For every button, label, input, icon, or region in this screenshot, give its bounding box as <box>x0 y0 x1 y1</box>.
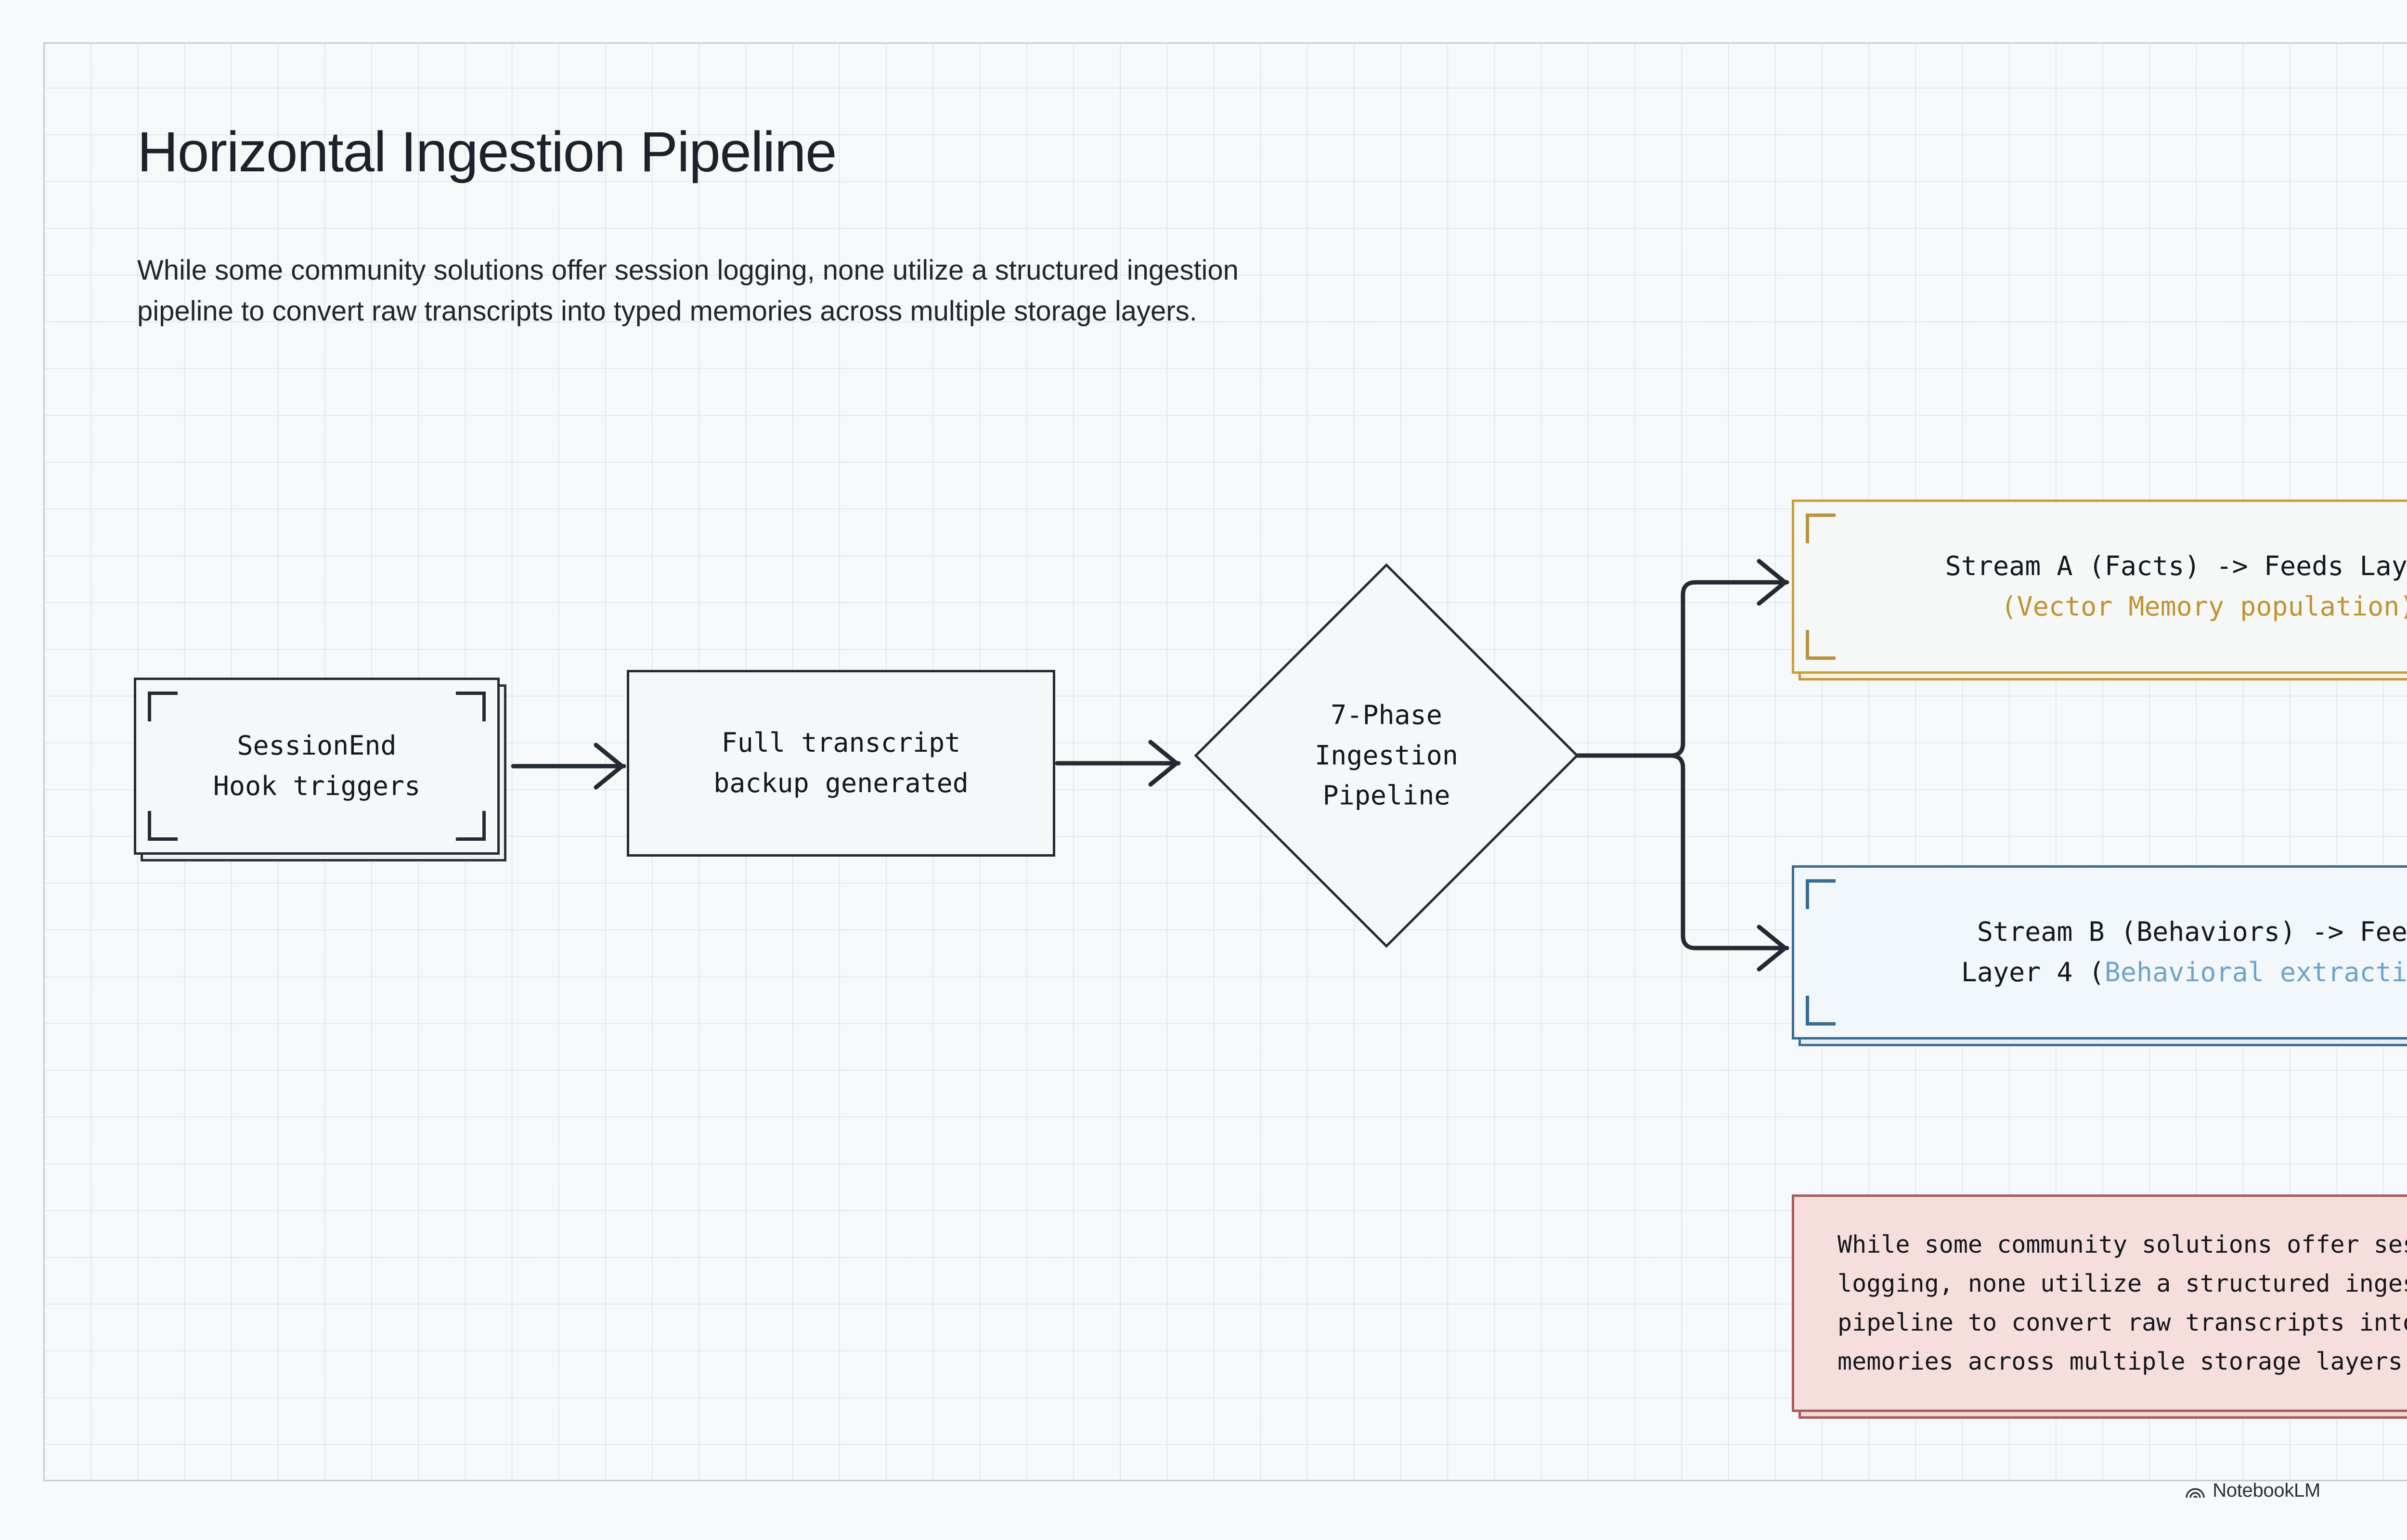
node-stream-a[interactable]: Stream A (Facts) -> Feeds Layer 2 (Vector… <box>1792 500 2407 680</box>
node-note-callout[interactable]: While some community solutions offer ses… <box>1792 1194 2407 1419</box>
page-subtitle: While some community solutions offer ses… <box>137 255 1239 327</box>
node-transcript-backup[interactable]: Full transcript backup generated <box>627 670 1055 857</box>
node-face: Full transcript backup generated <box>627 670 1055 857</box>
stream-a-line2: (Vector Memory population) <box>2001 591 2407 622</box>
node-face: While some community solutions offer ses… <box>1792 1194 2407 1412</box>
stream-b-line2-accent: Behavioral extraction <box>2104 957 2407 988</box>
node-label: Stream A (Facts) -> Feeds Layer 2 (Vector… <box>1931 546 2407 627</box>
node-label: Full transcript backup generated <box>713 727 969 798</box>
page-title: Horizontal Ingestion Pipeline <box>137 120 837 184</box>
node-face: Stream A (Facts) -> Feeds Layer 2 (Vector… <box>1792 500 2407 674</box>
node-label: While some community solutions offer ses… <box>1838 1231 2407 1375</box>
notebooklm-watermark: NotebookLM <box>2185 1480 2320 1502</box>
node-ingestion-pipeline[interactable]: 7-Phase Ingestion Pipeline <box>1194 563 1579 948</box>
node-label: 7-Phase Ingestion Pipeline <box>1314 699 1459 811</box>
stream-a-line1: Stream A (Facts) -> Feeds Layer 2 <box>1945 551 2407 582</box>
node-session-end-hook[interactable]: SessionEnd Hook triggers <box>134 678 506 861</box>
notebooklm-logo-icon <box>2186 1488 2205 1498</box>
stream-b-line1: Stream B (Behaviors) -> Feeds <box>1977 916 2407 948</box>
stream-b-line2-prefix: Layer 4 ( <box>1961 957 2105 988</box>
node-face: SessionEnd Hook triggers <box>134 678 500 855</box>
node-label: SessionEnd Hook triggers <box>213 730 421 801</box>
watermark-label: NotebookLM <box>2213 1480 2320 1501</box>
